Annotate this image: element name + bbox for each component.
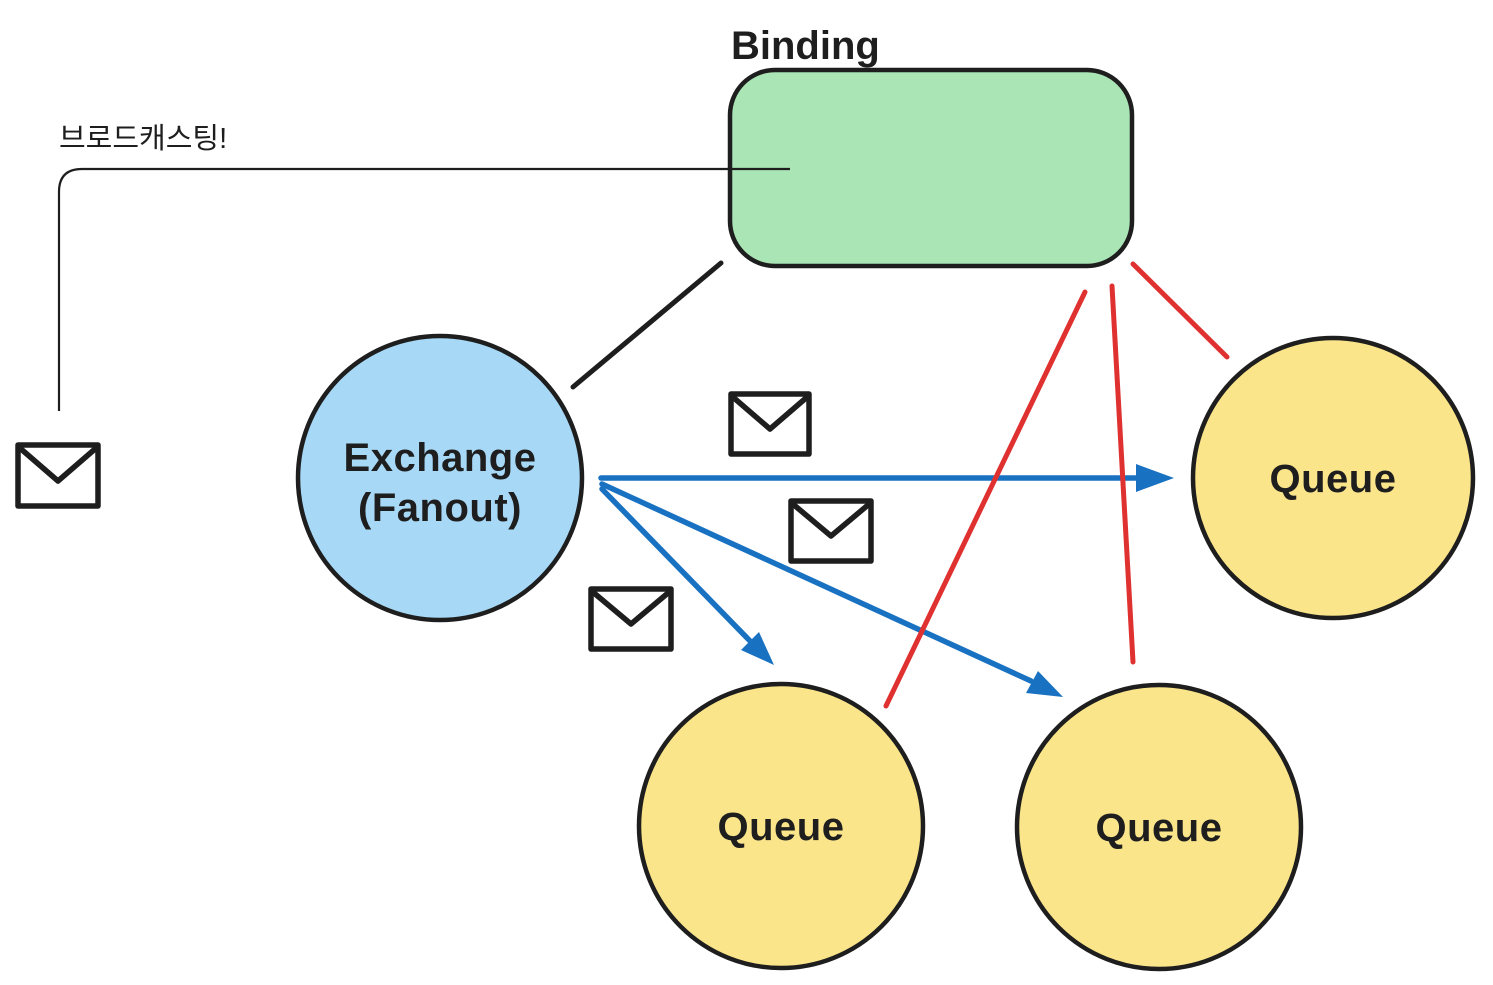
queue-node-bottom-right: Queue	[1014, 682, 1304, 972]
fanout-arrow-to-right-queue	[598, 464, 1174, 492]
envelope-icon	[15, 442, 101, 509]
arrowhead-bottom-right	[1026, 671, 1063, 697]
exchange-label-line1: Exchange	[344, 436, 537, 480]
exchange-binding-link	[570, 260, 724, 390]
fanout-arrow-to-bottom-left-queue	[599, 486, 774, 665]
queue-bottom-left-circle	[636, 681, 926, 971]
exchange-label-line2: (Fanout)	[358, 486, 522, 530]
envelope-icon	[728, 391, 812, 457]
arrowhead-right	[1136, 464, 1174, 492]
binding-line-to-bottom-left-queue	[883, 289, 1088, 709]
queue-right-label: Queue	[1270, 457, 1397, 501]
queue-bottom-left-label: Queue	[718, 805, 845, 849]
queue-node-bottom-left: Queue	[636, 681, 926, 971]
broadcast-note: 브로드캐스팅!	[59, 122, 227, 155]
binding-line-to-right-queue	[1130, 261, 1230, 360]
queue-bottom-right-label: Queue	[1096, 806, 1223, 850]
queue-right-circle	[1190, 335, 1476, 621]
queue-bottom-right-circle	[1014, 682, 1304, 972]
binding-box	[727, 67, 1135, 269]
envelope-icon	[788, 498, 874, 564]
note-connector-line	[57, 167, 790, 411]
fanout-arrow-to-bottom-right-queue	[599, 481, 1063, 697]
binding-line-to-bottom-right-queue	[1109, 283, 1136, 665]
envelope-icon	[588, 586, 674, 652]
arrowhead-bottom-left	[741, 632, 774, 665]
exchange-node	[295, 333, 585, 623]
binding-label: Binding	[731, 24, 880, 68]
queue-node-right: Queue	[1190, 335, 1476, 621]
